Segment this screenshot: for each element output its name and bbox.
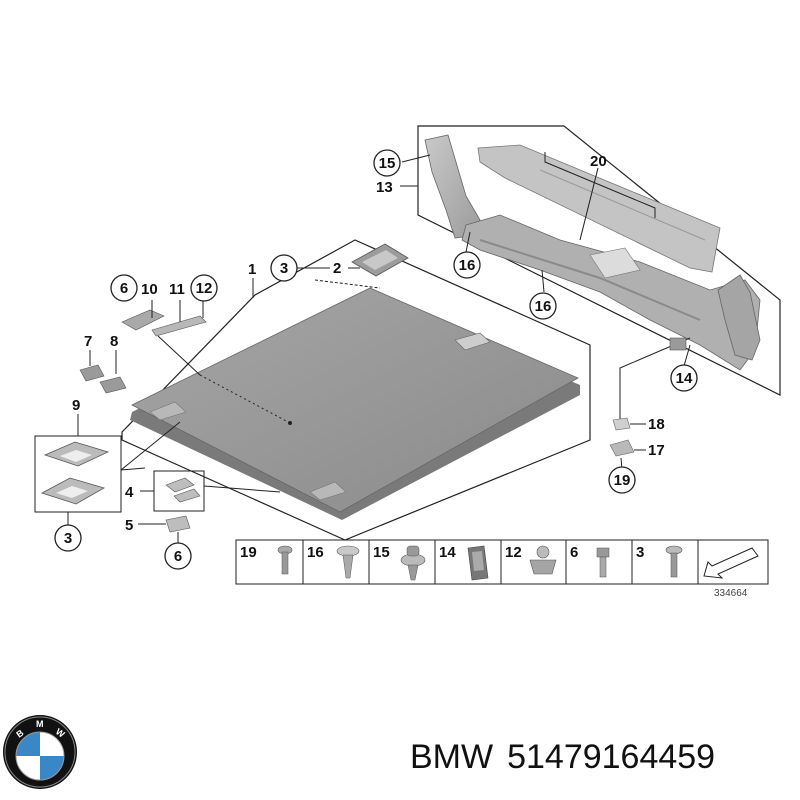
svg-text:6: 6 xyxy=(120,280,128,297)
svg-text:3: 3 xyxy=(64,530,72,547)
diagram-number: 334664 xyxy=(714,588,748,599)
callout-17: 17 xyxy=(648,442,665,459)
rear-trim-group xyxy=(400,125,781,471)
svg-text:14: 14 xyxy=(676,370,693,387)
callout-5: 5 xyxy=(125,517,133,534)
svg-text:12: 12 xyxy=(196,280,213,297)
brand-name: BMW xyxy=(410,738,494,776)
screw-19-icon xyxy=(277,545,293,575)
callout-11: 11 xyxy=(169,281,185,298)
callout-8: 8 xyxy=(110,333,118,350)
callout-12: 12 xyxy=(190,274,218,302)
strip-label-15: 15 xyxy=(373,544,390,561)
callout-2: 2 xyxy=(333,260,341,277)
fastener-strip: 19 16 15 14 12 6 3 xyxy=(235,539,769,599)
callout-6-bottom: 6 xyxy=(164,542,192,570)
svg-text:16: 16 xyxy=(459,257,476,274)
svg-text:3: 3 xyxy=(280,260,288,277)
nut-12-icon xyxy=(529,545,557,575)
floor-panel-group xyxy=(34,239,591,543)
callout-1: 1 xyxy=(248,261,256,278)
svg-text:M: M xyxy=(36,719,44,729)
callout-10: 10 xyxy=(141,281,158,298)
callout-9: 9 xyxy=(72,397,80,414)
strip-label-19: 19 xyxy=(240,544,257,561)
part-9-box xyxy=(34,435,122,513)
callout-18: 18 xyxy=(648,416,665,433)
direction-arrow-icon xyxy=(703,547,759,579)
callout-13: 13 xyxy=(376,179,393,196)
callout-3-top: 3 xyxy=(270,254,298,282)
rear-trim-frame xyxy=(417,125,781,396)
svg-text:15: 15 xyxy=(379,155,396,172)
callouts: 15 13 20 16 16 14 18 17 19 1 3 2 6 xyxy=(54,149,698,570)
bmw-roundel-logo: B M W xyxy=(3,715,77,789)
callout-15: 15 xyxy=(373,149,401,177)
strip-label-16: 16 xyxy=(307,544,324,561)
callout-6-top: 6 xyxy=(110,274,138,302)
part-4-box xyxy=(153,470,205,512)
callout-16-upper: 16 xyxy=(453,251,481,279)
callout-20: 20 xyxy=(590,153,607,170)
clip-16-icon xyxy=(336,545,360,579)
callout-4: 4 xyxy=(125,484,134,501)
callout-3-left: 3 xyxy=(54,524,82,552)
part-caption: BMW 51479164459 xyxy=(410,738,715,777)
clip-14-icon xyxy=(467,545,489,581)
sill-cover-strip xyxy=(477,144,721,273)
svg-text:6: 6 xyxy=(174,548,182,565)
clip-15-icon xyxy=(400,545,426,581)
strip-label-12: 12 xyxy=(505,544,522,561)
svg-text:19: 19 xyxy=(614,472,631,489)
strip-label-6: 6 xyxy=(570,544,578,561)
callout-7: 7 xyxy=(84,333,92,350)
callout-19: 19 xyxy=(608,466,636,494)
svg-text:16: 16 xyxy=(535,298,552,315)
part-number: 51479164459 xyxy=(507,738,716,776)
strip-label-14: 14 xyxy=(439,544,456,561)
screw-6-icon xyxy=(596,547,610,578)
rear-trim-sill-panel xyxy=(461,214,761,371)
callout-16-lower: 16 xyxy=(529,292,557,320)
callout-14: 14 xyxy=(670,364,698,392)
svg-text:B: B xyxy=(14,727,25,739)
screw-3-icon xyxy=(665,545,683,578)
strip-label-3: 3 xyxy=(636,544,644,561)
